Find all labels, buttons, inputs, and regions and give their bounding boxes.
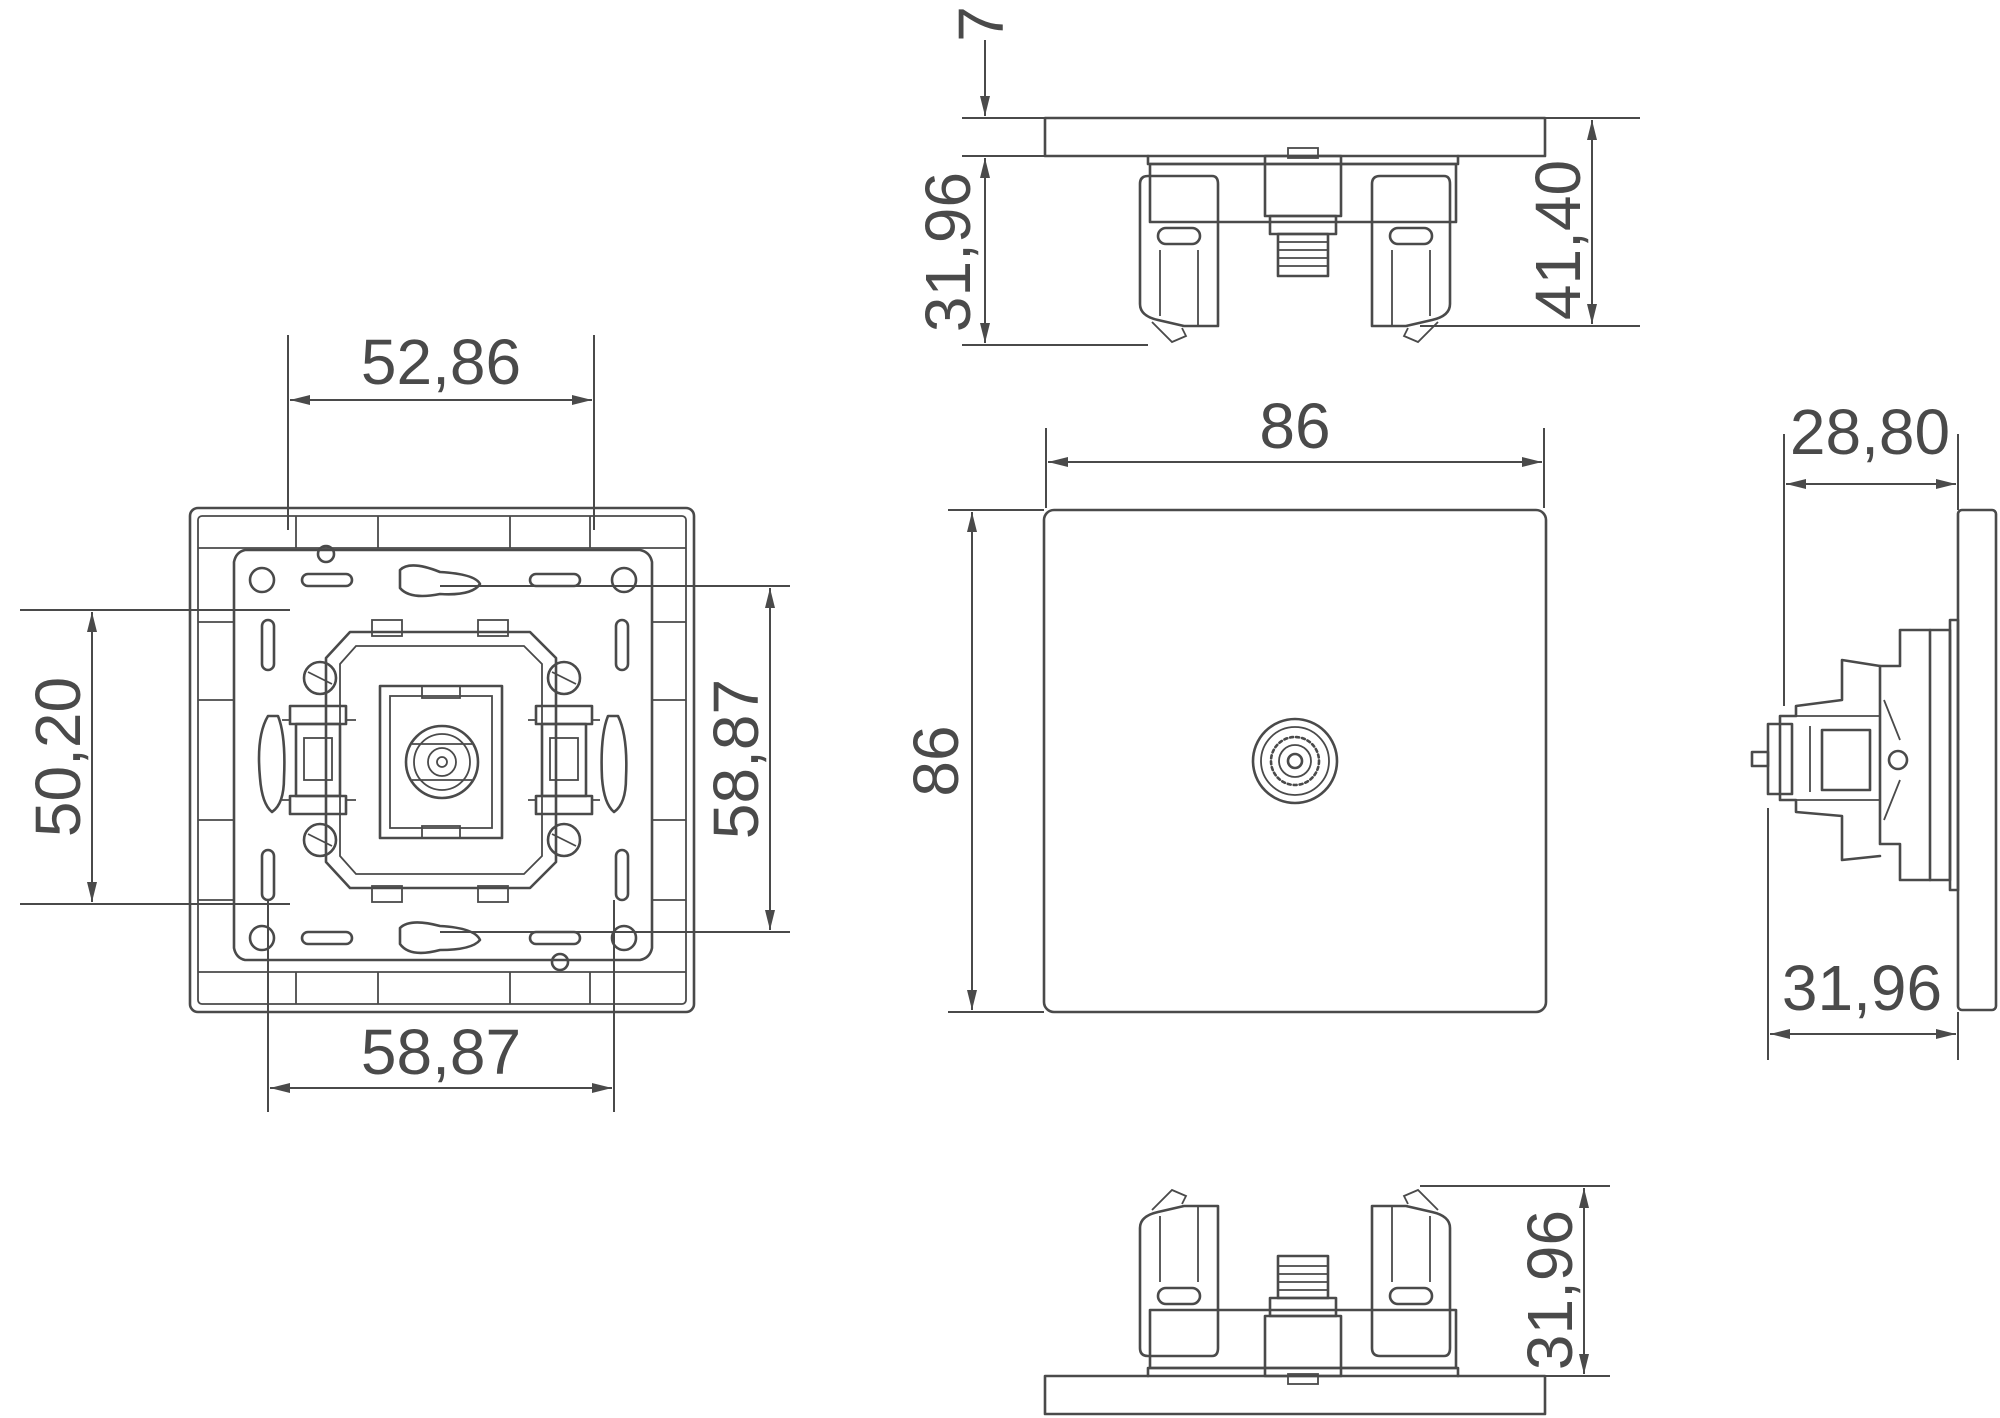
dim-top-plate-thickness: 7 bbox=[945, 6, 1017, 42]
front-plate-dimensions: 86 86 bbox=[900, 390, 1545, 1013]
dim-front-inner-width: 52,86 bbox=[361, 326, 521, 398]
bottom-view-dimensions: 31,96 bbox=[1420, 1185, 1610, 1377]
dim-front-height: 50,20 bbox=[22, 677, 94, 837]
dim-plate-height: 86 bbox=[900, 725, 972, 796]
dim-top-depth: 31,96 bbox=[912, 172, 984, 332]
dim-plate-width: 86 bbox=[1259, 390, 1330, 462]
dim-side-depth-bottom: 31,96 bbox=[1782, 952, 1942, 1024]
dim-front-side-height: 58,87 bbox=[700, 679, 772, 839]
side-view bbox=[1750, 508, 1998, 1012]
side-view-dimensions: 28,80 31,96 bbox=[1767, 396, 1959, 1060]
top-view-dimensions: 7 31,96 41,40 bbox=[912, 6, 1640, 346]
dim-side-depth-top: 28,80 bbox=[1790, 396, 1950, 468]
front-plate bbox=[1042, 508, 1548, 1014]
dim-top-total-depth: 41,40 bbox=[1522, 160, 1594, 320]
dim-front-bottom-width: 58,87 bbox=[361, 1016, 521, 1088]
front-view-dimensions: 52,86 50,20 58,87 58,87 bbox=[20, 326, 790, 1112]
front-view-mechanism bbox=[188, 506, 696, 1014]
top-view bbox=[1043, 116, 1547, 344]
dim-bottom-depth: 31,96 bbox=[1514, 1210, 1586, 1370]
bottom-view bbox=[1043, 1188, 1547, 1416]
